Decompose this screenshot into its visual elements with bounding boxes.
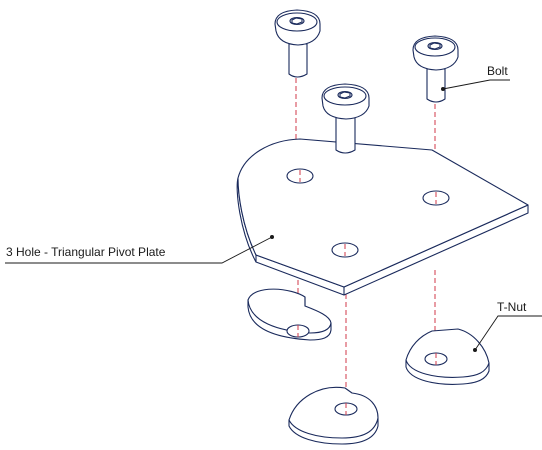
- plate-label: 3 Hole - Triangular Pivot Plate: [6, 245, 166, 259]
- t-nut-2: [289, 387, 378, 444]
- tnut-callout: T-Nut: [473, 300, 542, 352]
- t-nut-1: [248, 289, 331, 340]
- plate-callout: 3 Hole - Triangular Pivot Plate: [5, 235, 274, 263]
- triangular-pivot-plate: [237, 139, 528, 295]
- t-nut-3: [406, 329, 489, 384]
- bolt-callout: Bolt: [441, 64, 510, 91]
- bolt-2: [413, 36, 458, 102]
- bolt-label: Bolt: [487, 64, 508, 78]
- tnut-label: T-Nut: [497, 300, 527, 314]
- bolt-1: [275, 10, 320, 77]
